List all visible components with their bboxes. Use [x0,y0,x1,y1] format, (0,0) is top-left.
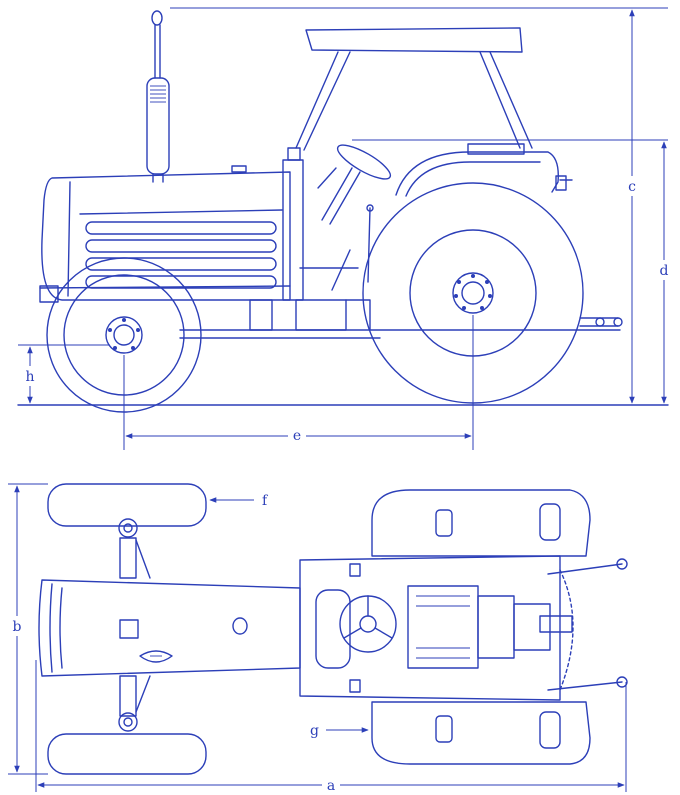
dimension-label-h: h [25,369,34,385]
dimension-c: c [170,7,668,404]
three-point-linkage [547,558,628,691]
canopy [282,27,533,301]
dimension-label-c: c [628,179,636,195]
top-view: a b f g [8,483,628,794]
front-axle [118,518,151,732]
dimension-a: a [35,660,627,794]
dimension-label-e: e [293,428,301,444]
controls [299,204,374,291]
hood-top [38,579,301,677]
dimension-e: e [125,424,472,444]
front-wheel [46,257,202,450]
rear-hitch [579,317,623,327]
dimension-label-g: g [310,723,319,739]
dimension-label-f: f [262,493,269,509]
pointer-f: f [209,493,269,509]
rear-wheel [362,182,584,450]
dimension-label-a: a [327,778,335,794]
steering-wheel [317,144,392,225]
exhaust-stack [146,10,170,183]
dimension-b: b [8,483,48,775]
side-view: c d e h [17,7,672,450]
front-tyre-top [47,483,207,527]
platform [299,555,573,701]
pointer-g: g [310,723,369,739]
rear-fender [395,143,573,197]
dimension-d: d [352,139,672,404]
dimension-label-b: b [13,619,22,635]
front-tyre-bottom [47,733,207,775]
rear-fender-bottom [371,701,591,765]
hood [39,165,291,303]
dimension-label-d: d [660,263,669,279]
dimension-h: h [18,344,110,404]
chassis [179,299,621,339]
rear-fender-top [371,489,591,557]
